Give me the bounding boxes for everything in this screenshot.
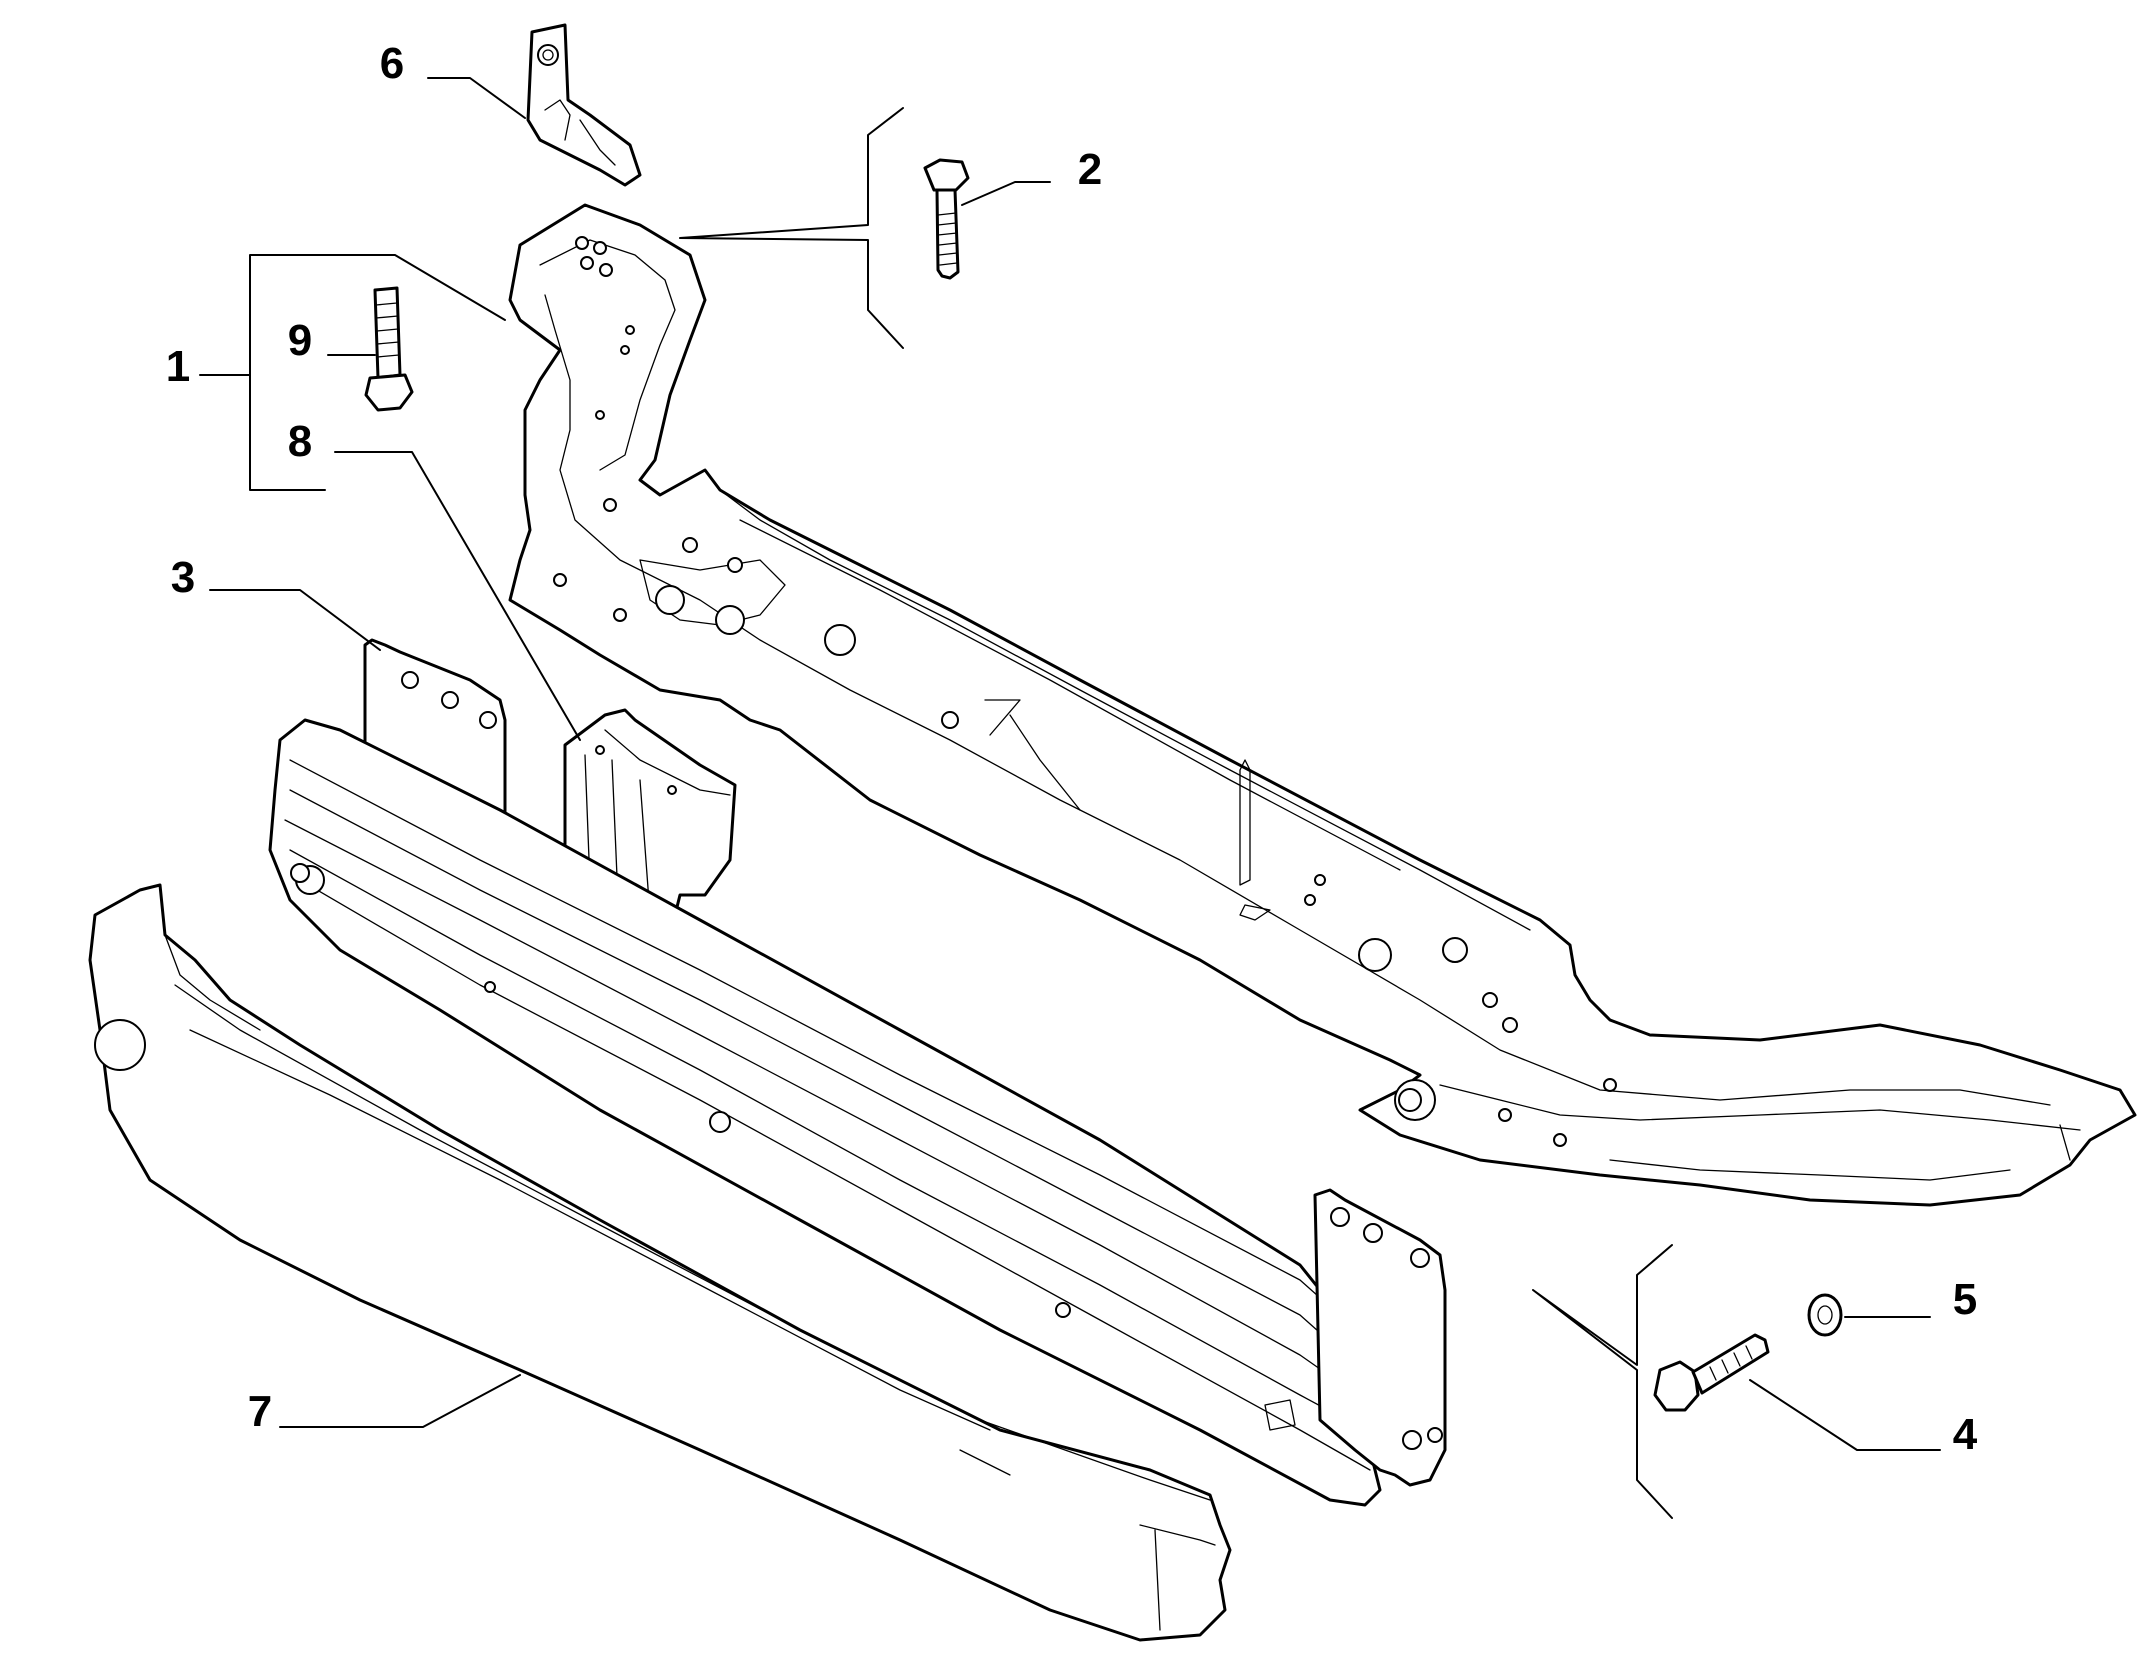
absorber-part-7 bbox=[88, 883, 1232, 1642]
bumper-beam-part-3 bbox=[268, 638, 1447, 1507]
bolt-part-4 bbox=[1653, 1333, 1770, 1412]
upper-crossmember bbox=[508, 203, 2137, 1207]
leader-lines bbox=[199, 77, 1941, 1519]
callout-6: 6 bbox=[379, 39, 405, 88]
washer-part-5 bbox=[1807, 1293, 1843, 1337]
callout-5: 5 bbox=[1952, 1275, 1978, 1324]
callout-1: 1 bbox=[165, 342, 191, 391]
callout-7: 7 bbox=[247, 1387, 273, 1436]
callout-3: 3 bbox=[170, 553, 196, 602]
callout-2: 2 bbox=[1077, 145, 1103, 194]
callout-9: 9 bbox=[287, 316, 313, 365]
bracket-part-6 bbox=[526, 23, 642, 187]
callout-8: 8 bbox=[287, 417, 313, 466]
bolt-part-2 bbox=[923, 158, 970, 280]
callout-4: 4 bbox=[1952, 1410, 1978, 1459]
bolt-part-9 bbox=[364, 286, 414, 412]
